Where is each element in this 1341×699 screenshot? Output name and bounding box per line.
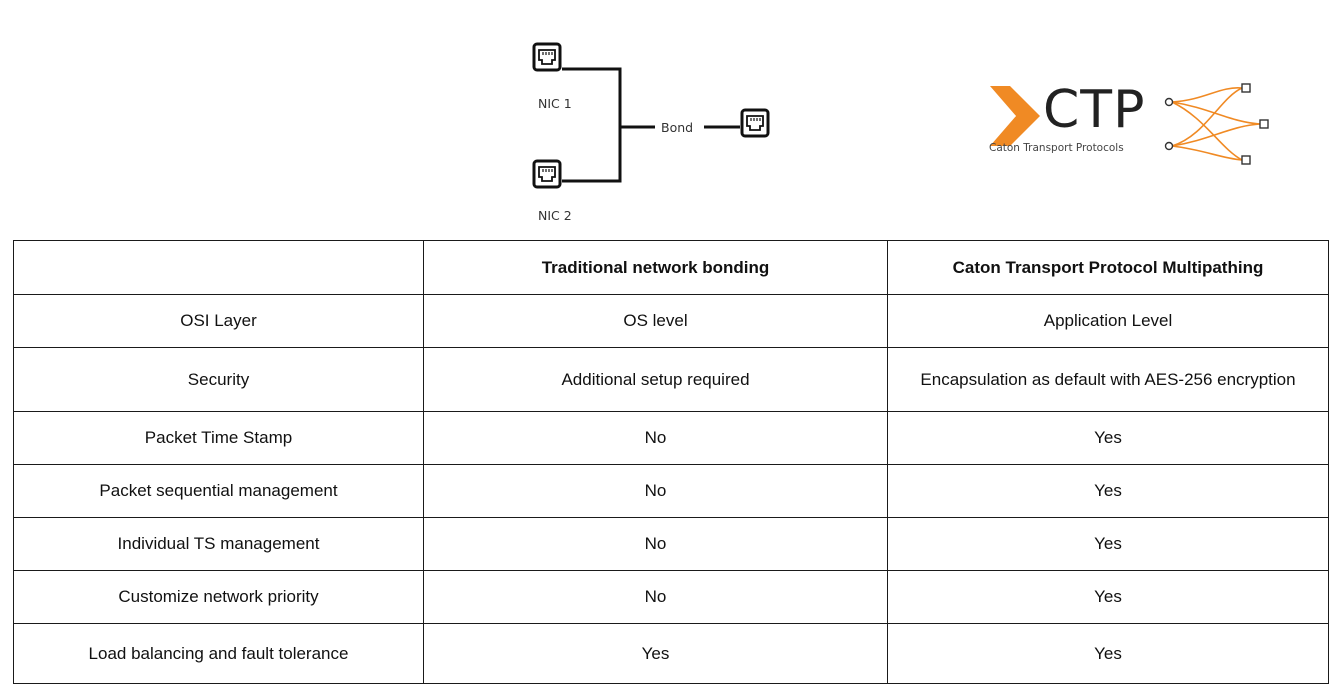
ctp-brand-text: CTP xyxy=(1043,80,1146,140)
row-feature: Individual TS management xyxy=(13,517,424,571)
table-row: OSI Layer OS level Application Level xyxy=(13,294,1329,348)
row-feature: Customize network priority xyxy=(13,570,424,624)
table-row: Packet sequential management No Yes xyxy=(13,464,1329,518)
nic1-port-icon xyxy=(532,42,562,72)
bonding-diagram: NIC 1 NIC 2 Bond xyxy=(520,36,800,232)
row-feature: Packet sequential management xyxy=(13,464,424,518)
row-ctp-value: Yes xyxy=(887,570,1329,624)
row-ctp-value: Yes xyxy=(887,464,1329,518)
nic2-port-icon xyxy=(532,159,562,189)
row-feature: Load balancing and fault tolerance xyxy=(13,623,424,684)
row-ctp-value: Yes xyxy=(887,411,1329,465)
table-row: Security Additional setup required Encap… xyxy=(13,347,1329,412)
row-ctp-value: Encapsulation as default with AES-256 en… xyxy=(887,347,1329,412)
header-ctp-multipathing: Caton Transport Protocol Multipathing xyxy=(887,240,1329,295)
row-traditional-value: Yes xyxy=(423,623,888,684)
row-traditional-value: No xyxy=(423,570,888,624)
bond-lines xyxy=(562,67,740,183)
row-ctp-value: Yes xyxy=(887,623,1329,684)
row-traditional-value: No xyxy=(423,464,888,518)
row-feature: OSI Layer xyxy=(13,294,424,348)
row-feature: Security xyxy=(13,347,424,412)
row-traditional-value: No xyxy=(423,411,888,465)
multipath-network-icon xyxy=(1171,87,1261,161)
table-row: Customize network priority No Yes xyxy=(13,570,1329,624)
nic2-label: NIC 2 xyxy=(538,208,572,223)
header-traditional-bonding: Traditional network bonding xyxy=(423,240,888,295)
header-feature xyxy=(13,240,424,295)
bond-port-icon xyxy=(740,108,770,138)
row-traditional-value: OS level xyxy=(423,294,888,348)
row-ctp-value: Yes xyxy=(887,517,1329,571)
table-row: Packet Time Stamp No Yes xyxy=(13,411,1329,465)
ctp-logo xyxy=(980,78,1280,178)
nic1-label: NIC 1 xyxy=(538,96,572,111)
table-row: Load balancing and fault tolerance Yes Y… xyxy=(13,623,1329,684)
bond-label: Bond xyxy=(661,120,694,135)
comparison-table: Traditional network bonding Caton Transp… xyxy=(13,240,1329,684)
table-row: Individual TS management No Yes xyxy=(13,517,1329,571)
row-traditional-value: No xyxy=(423,517,888,571)
row-feature: Packet Time Stamp xyxy=(13,411,424,465)
table-header-row: Traditional network bonding Caton Transp… xyxy=(13,240,1329,295)
caton-play-logo-icon xyxy=(990,86,1040,146)
row-traditional-value: Additional setup required xyxy=(423,347,888,412)
row-ctp-value: Application Level xyxy=(887,294,1329,348)
ctp-subtitle: Caton Transport Protocols xyxy=(989,142,1124,154)
